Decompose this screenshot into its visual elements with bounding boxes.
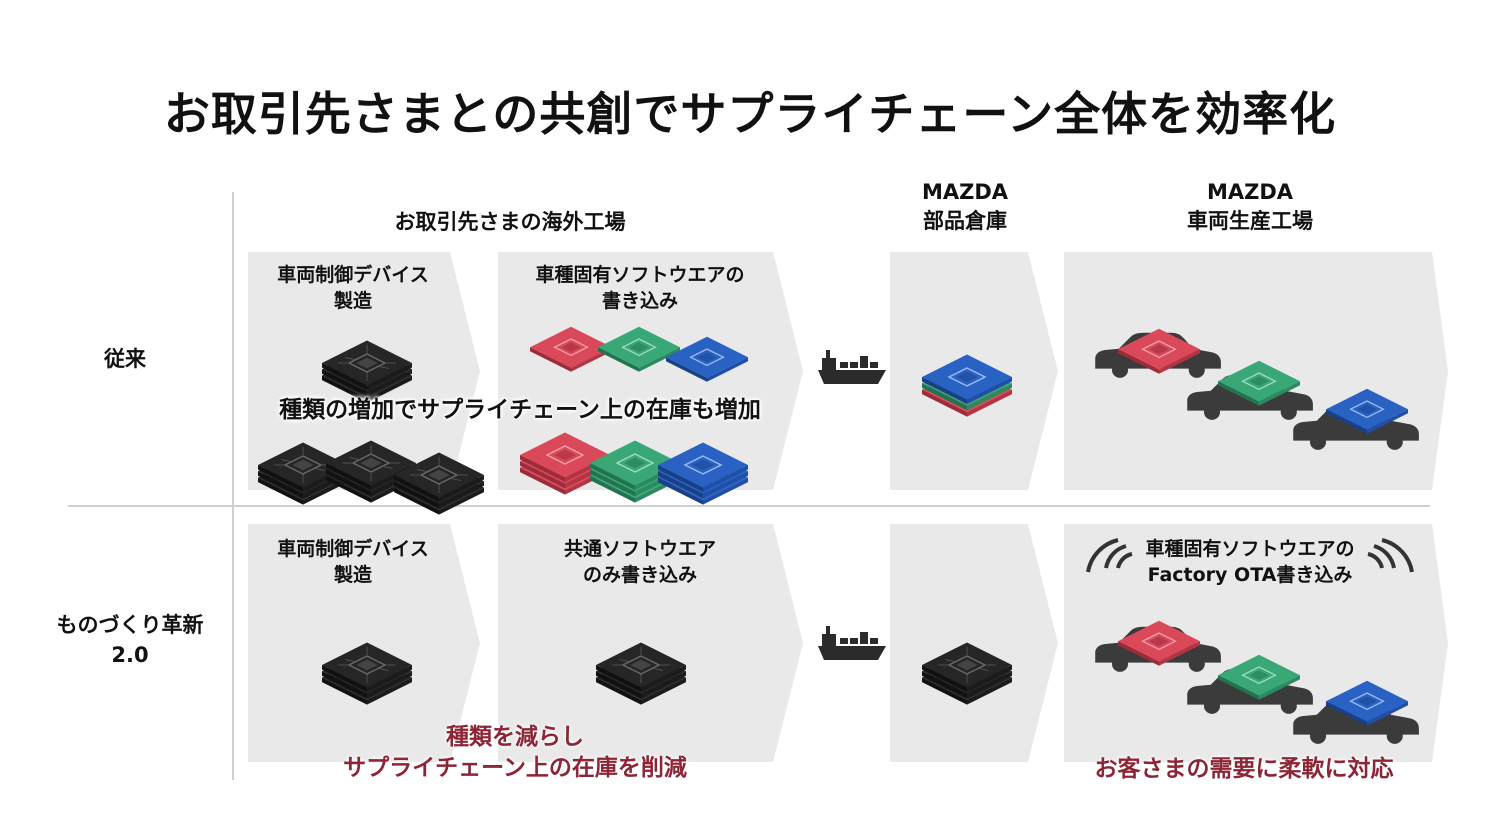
chip-stack-icon: [595, 641, 687, 706]
chip-green-icon: [1217, 360, 1301, 407]
innovation-demand-note: お客さまの需要に柔軟に対応: [1094, 756, 1394, 782]
conventional-software-label: 車種固有ソフトウエアの 書き込み: [505, 262, 775, 314]
chip-blue-icon: [1325, 388, 1409, 435]
chip-green-icon: [1217, 654, 1301, 701]
innovation-device-label-line1: 車両制御デバイス: [277, 538, 429, 560]
innovation-reduce-note-line1: 種類を減らし: [446, 724, 584, 750]
plant-name: 車両生産工場: [1187, 209, 1313, 233]
panel-innovation-software: [498, 524, 803, 762]
panel-innovation-device: [248, 524, 480, 762]
plant-brand: MAZDA: [1206, 180, 1294, 204]
row-header-monozukuri-line1: ものづくり革新: [56, 613, 204, 637]
ship-icon: [818, 350, 886, 384]
row-header-divider: [232, 192, 234, 780]
row-header-conventional: 従来: [104, 347, 146, 371]
innovation-ota-label-line2: Factory OTA書き込み: [1147, 564, 1353, 586]
column-header-overseas-factory: お取引先さまの海外工場: [394, 210, 626, 234]
innovation-ota-label-line1: 車種固有ソフトウエアの: [1145, 538, 1355, 560]
row-header-monozukuri: ものづくり革新 2.0: [40, 610, 220, 670]
chip-stack-icon: [393, 451, 485, 516]
chip-blue-stack-icon: [657, 441, 749, 506]
chip-stack-icon: [321, 641, 413, 706]
innovation-reduce-note: 種類を減らし サプライチェーン上の在庫を削減: [300, 722, 730, 784]
conventional-software-label-line1: 車種固有ソフトウエアの: [535, 264, 745, 286]
row-header-monozukuri-line2: 2.0: [111, 643, 149, 667]
chip-blue-icon: [1325, 680, 1409, 727]
ship-icon: [818, 626, 886, 660]
conventional-device-label-line2: 製造: [333, 290, 372, 312]
column-header-warehouse: MAZDA 部品倉庫: [880, 178, 1050, 236]
innovation-device-label: 車両制御デバイス 製造: [248, 536, 458, 588]
conventional-inventory-note: 種類の増加でサプライチェーン上の在庫も増加: [279, 397, 761, 423]
innovation-ota-label: 車種固有ソフトウエアの Factory OTA書き込み: [1140, 536, 1360, 588]
conventional-device-label-line1: 車両制御デバイス: [277, 264, 429, 286]
innovation-device-label-line2: 製造: [333, 564, 372, 586]
innovation-reduce-note-line2: サプライチェーン上の在庫を削減: [343, 755, 687, 781]
chip-mixed-stack-icon: [921, 353, 1013, 418]
warehouse-name: 部品倉庫: [923, 209, 1007, 233]
wireless-signal-icon: [1086, 538, 1133, 573]
row-divider: [68, 505, 1430, 507]
innovation-software-label-line2: のみ書き込み: [582, 564, 697, 586]
chip-stack-icon: [321, 339, 413, 404]
innovation-software-label: 共通ソフトウエア のみ書き込み: [505, 536, 775, 588]
innovation-software-label-line1: 共通ソフトウエア: [563, 538, 716, 560]
column-header-plant: MAZDA 車両生産工場: [1100, 178, 1400, 236]
panel-innovation-warehouse: [890, 524, 1058, 762]
page-title: お取引先さまとの共創でサプライチェーン全体を効率化: [163, 87, 1337, 141]
chip-stack-icon: [921, 641, 1013, 706]
conventional-device-label: 車両制御デバイス 製造: [248, 262, 458, 314]
chip-blue-icon: [665, 336, 749, 383]
wireless-signal-icon: [1367, 538, 1414, 573]
warehouse-brand: MAZDA: [921, 180, 1009, 204]
conventional-software-label-line2: 書き込み: [601, 290, 678, 312]
